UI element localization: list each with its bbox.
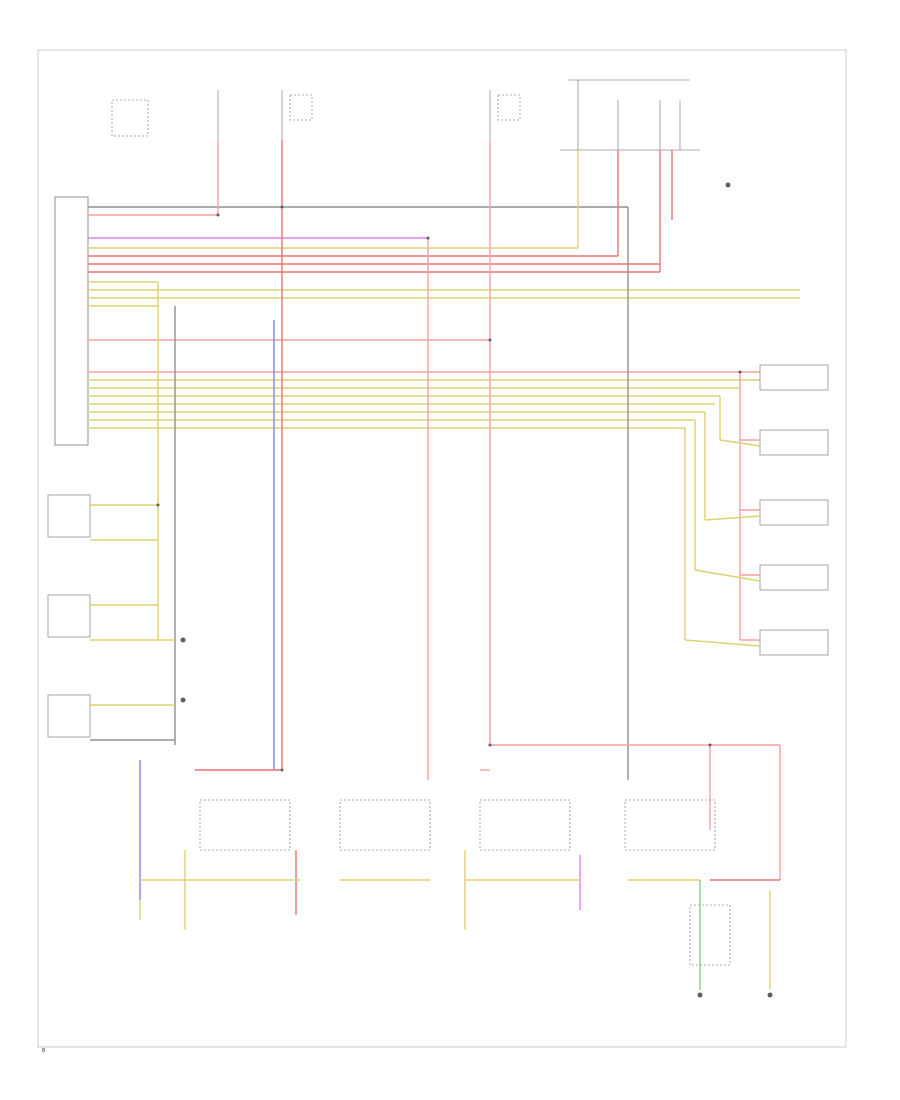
- ground-bottom-2: [767, 992, 773, 998]
- bottom-distribution: [139, 744, 781, 990]
- splice-dots: [156, 205, 742, 772]
- bottom-switch-2: [339, 799, 431, 851]
- top-fuse-area: [111, 79, 700, 151]
- sensor-box-3: [759, 499, 829, 526]
- diagram-frame: [37, 49, 847, 1048]
- sensor-box-2: [759, 429, 829, 456]
- ground-left-2: [180, 697, 186, 703]
- left-switch-leads: [90, 504, 175, 741]
- ground-bottom-1: [697, 992, 703, 998]
- top-left-component: [111, 99, 149, 137]
- fuse-box-1: [289, 94, 313, 121]
- horizontal-bus-wires: [88, 206, 800, 429]
- bottom-switch-3: [479, 799, 571, 851]
- figure-code: B: [42, 1048, 46, 1054]
- main-connector-block: [54, 196, 89, 446]
- ground-symbols: [180, 182, 773, 998]
- right-sensor-leads: [684, 439, 761, 647]
- left-switch-boxes: [47, 494, 91, 738]
- right-sensor-boxes: [759, 364, 829, 656]
- sensor-box-1: [759, 364, 829, 391]
- bottom-switch-5: [689, 904, 731, 966]
- sensor-box-5: [759, 629, 829, 656]
- vertical-wires: [139, 140, 741, 900]
- left-switch-3: [47, 694, 91, 738]
- ground-left-1: [180, 637, 186, 643]
- sensor-box-4: [759, 564, 829, 591]
- bottom-switch-1: [199, 799, 291, 851]
- left-switch-1: [47, 494, 91, 538]
- fuse-box-2: [497, 94, 521, 121]
- bottom-switch-4: [624, 799, 716, 851]
- bottom-switches: [199, 799, 731, 966]
- left-switch-2: [47, 594, 91, 638]
- ground-top-right: [725, 182, 731, 188]
